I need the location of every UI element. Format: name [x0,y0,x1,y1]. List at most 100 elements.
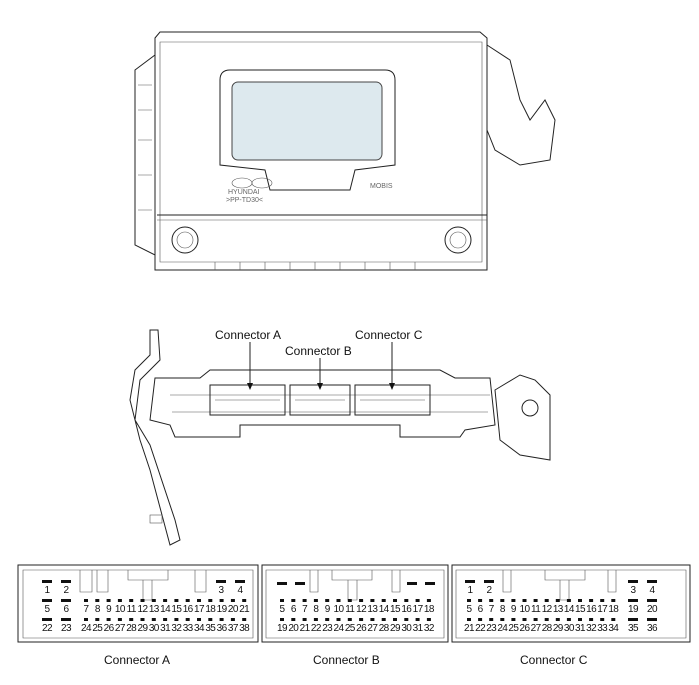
pin-number: 10 [334,604,345,615]
pin-number: 8 [95,604,101,615]
pin-marker [381,599,386,602]
pin-number: 18 [424,604,435,615]
pin-marker [381,618,386,621]
connector-c-label: Connector C [520,653,588,667]
pin-marker [95,599,100,602]
pin-marker [230,599,235,602]
pin-number: 5 [280,604,286,615]
connector-a-label: Connector A [104,653,170,667]
pin-marker [555,599,560,602]
display-window [231,81,383,161]
pin-number: 15 [390,604,401,615]
pin-number: 21 [464,623,475,634]
pin-marker [467,618,471,621]
callout-connector-a: Connector A [215,328,281,342]
pin-number: 20 [288,623,299,634]
pin-marker [404,618,409,621]
pin-number: 23 [322,623,333,634]
pin-marker [42,618,52,621]
pin-marker [230,618,235,621]
pin-number: 35 [205,623,216,634]
pin-number: 13 [553,604,564,615]
pin-marker [280,599,284,602]
pin-number: 4 [650,585,656,596]
pin-number: 23 [61,623,72,634]
pin-number: 25 [345,623,356,634]
pin-number: 12 [542,604,553,615]
pin-number: 9 [511,604,517,615]
pin-marker [347,618,352,621]
pin-number: 17 [194,604,205,615]
pin-number: 11 [127,604,137,615]
pin-number: 2 [487,585,493,596]
pin-marker [467,599,471,602]
pin-number: 7 [302,604,308,615]
pin-number: 2 [64,585,70,596]
pin-marker [185,618,190,621]
pin-number: 38 [239,623,250,634]
pin-marker [216,580,226,583]
pin-marker [208,618,213,621]
pin-marker [425,582,435,585]
pin-marker [489,599,494,602]
pin-marker [600,618,605,621]
pin-number: 17 [413,604,424,615]
pin-number: 28 [379,623,390,634]
pin-marker [140,599,145,602]
pin-marker [611,599,616,602]
pin-number: 14 [564,604,575,615]
pin-number: 24 [81,623,92,634]
pin-number: 29 [390,623,401,634]
pin-number: 1 [468,585,474,596]
pin-number: 4 [238,585,244,596]
pin-marker [359,618,364,621]
pin-number: 18 [608,604,619,615]
pin-marker [151,618,156,621]
pin-number: 8 [313,604,319,615]
pin-marker [465,580,475,583]
pin-marker [197,618,201,621]
connector-b-label: Connector B [313,653,380,667]
pin-marker [242,599,247,602]
pin-marker [163,599,168,602]
pin-number: 36 [647,623,658,634]
pin-number: 34 [608,623,619,634]
side-view-unit: Connector A Connector B Connector C [129,328,551,546]
pin-marker [359,599,364,602]
pin-marker [106,599,111,602]
pin-marker [197,599,201,602]
pin-number: 25 [92,623,103,634]
pin-marker [140,618,145,621]
pin-marker [500,599,505,602]
pin-marker [117,599,122,602]
pin-marker [426,599,431,602]
pin-number: 19 [628,604,639,615]
pin-number: 8 [500,604,506,615]
pin-number: 13 [367,604,378,615]
pin-number: 16 [586,604,597,615]
pin-number: 17 [597,604,608,615]
pin-marker [555,618,560,621]
pin-marker [500,618,505,621]
pin-marker [117,618,122,621]
pin-number: 14 [379,604,390,615]
pin-number: 29 [553,623,564,634]
pin-number: 30 [149,623,160,634]
pin-marker [61,618,71,621]
pin-number: 27 [115,623,126,634]
pin-number: 32 [171,623,182,634]
pin-marker [611,618,616,621]
pin-number: 35 [628,623,639,634]
pin-number: 27 [531,623,542,634]
pin-number: 22 [311,623,322,634]
pin-number: 26 [104,623,115,634]
pin-marker [578,599,582,602]
pin-marker [42,580,52,583]
pin-marker [302,599,307,602]
pin-number: 16 [183,604,194,615]
